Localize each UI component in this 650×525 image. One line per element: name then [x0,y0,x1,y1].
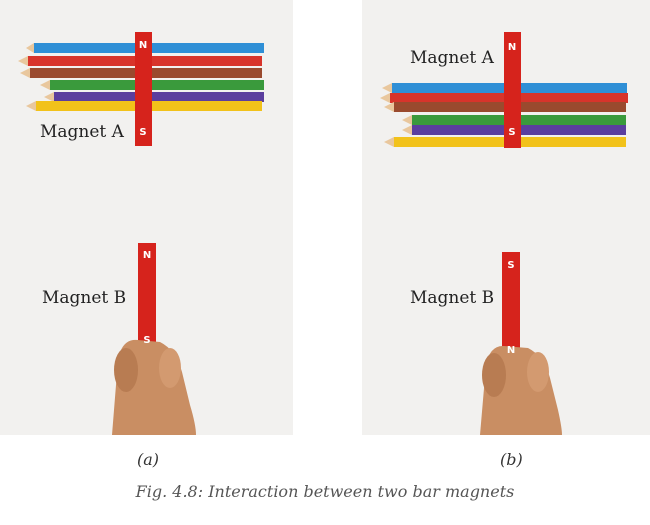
magnet-a-label: Magnet A [40,122,124,142]
magnet-b-bar [138,243,156,371]
figure-caption: Fig. 4.8: Interaction between two bar ma… [135,482,515,501]
magnet-a-bar [135,32,152,146]
magnet-b-label-b: Magnet B [410,288,495,308]
magnet-a-bar-b [504,32,521,148]
magnet-a-top-pole: N [138,40,148,51]
photo-panel-a: N S N S Magnet A Magnet B [0,0,293,435]
hand-b [480,345,562,435]
magnet-a-label-b: Magnet A [410,48,494,68]
magnet-b-bar-b [502,252,520,370]
magnet-b-top-pole-b: S [507,260,515,271]
hand-a [112,339,196,435]
magnet-b-label: Magnet B [42,288,127,308]
panel-a-illustration [18,32,264,435]
sublabel-b: (b) [500,450,523,469]
sublabel-a: (a) [137,450,160,469]
magnet-a-top-pole-b: N [507,42,517,53]
magnet-a-bottom-pole: S [139,127,147,138]
magnet-b-bottom-pole-b: N [506,345,516,356]
magnet-a-bottom-pole-b: S [508,127,516,138]
panel-b-illustration [380,32,628,435]
magnet-b-bottom-pole: S [143,335,151,346]
photo-panel-b: N S S N Magnet A Magnet B [362,0,650,435]
magnet-b-top-pole: N [142,250,152,261]
